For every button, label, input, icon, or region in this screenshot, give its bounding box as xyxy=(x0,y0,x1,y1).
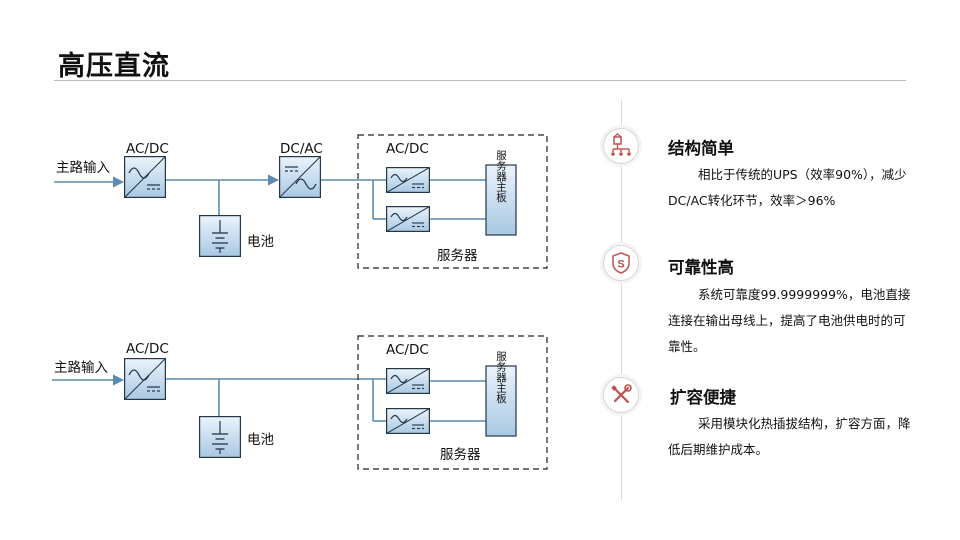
diagram-top: 主路输入 AC/DC 电池 DC/AC AC/DC 服务器主板 服务器 xyxy=(54,134,548,269)
diagram-bottom: 主路输入 AC/DC 电池 AC/DC 服务器主板 服务器 xyxy=(52,335,548,470)
main-input-label: 主路输入 xyxy=(54,360,108,376)
server-frame xyxy=(357,335,548,470)
dcac-label: DC/AC xyxy=(280,141,323,157)
feature-text: 系统可靠度99.9999999%，电池直接连接在输出母线上，提高了电池供电时的可… xyxy=(668,287,911,354)
server-psu-2 xyxy=(386,408,430,434)
feature-text-reliability: 系统可靠度99.9999999%，电池直接连接在输出母线上，提高了电池供电时的可… xyxy=(668,282,913,360)
shield-icon: S xyxy=(603,245,639,281)
acdc-label: AC/DC xyxy=(126,341,169,357)
battery-icon xyxy=(199,416,241,458)
feature-title-reliability: 可靠性高 xyxy=(668,258,734,277)
title-divider xyxy=(54,80,906,81)
vertical-divider xyxy=(621,100,622,500)
acdc-converter xyxy=(124,358,166,400)
feature-title-structure: 结构简单 xyxy=(668,139,734,158)
server-board-label: 服务器主板 xyxy=(495,150,507,203)
structure-icon xyxy=(603,128,639,164)
acdc-converter xyxy=(124,156,166,198)
battery-label: 电池 xyxy=(247,234,274,250)
feature-text: 采用模块化热插拔结构，扩容方面，降低后期维护成本。 xyxy=(668,416,911,457)
feature-text-structure: 相比于传统的UPS（效率90%），减少DC/AC转化环节，效率＞96% xyxy=(668,162,918,214)
server-acdc-label: AC/DC xyxy=(386,141,429,157)
page-title: 高压直流 xyxy=(58,51,170,82)
server-psu-2 xyxy=(386,206,430,232)
server-psu-1 xyxy=(386,167,430,193)
tools-icon xyxy=(603,377,639,413)
server-label: 服务器 xyxy=(437,248,478,264)
server-board xyxy=(485,365,517,437)
server-board xyxy=(485,164,517,236)
dcac-inverter xyxy=(279,156,321,198)
server-acdc-label: AC/DC xyxy=(386,342,429,358)
server-psu-1 xyxy=(386,368,430,394)
main-input-label: 主路输入 xyxy=(56,160,110,176)
server-board-label: 服务器主板 xyxy=(495,351,507,404)
feature-title-expansion: 扩容便捷 xyxy=(670,388,736,407)
battery-icon xyxy=(199,215,241,257)
server-label: 服务器 xyxy=(440,447,481,463)
feature-text-expansion: 采用模块化热插拔结构，扩容方面，降低后期维护成本。 xyxy=(668,411,916,463)
acdc-label: AC/DC xyxy=(126,141,169,157)
svg-text:S: S xyxy=(617,259,624,271)
battery-label: 电池 xyxy=(247,432,274,448)
server-frame xyxy=(357,134,548,269)
feature-text: 相比于传统的UPS（效率90%），减少DC/AC转化环节，效率＞96% xyxy=(668,167,907,208)
